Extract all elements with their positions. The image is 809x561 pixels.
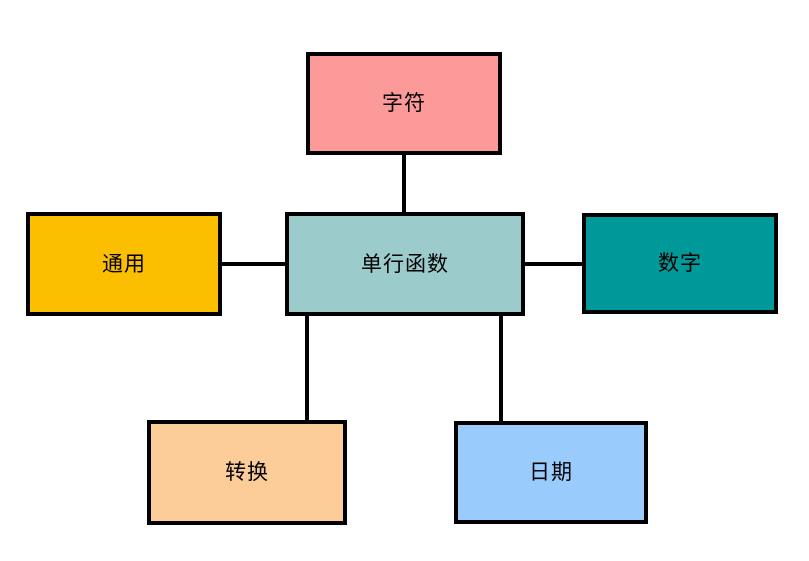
connector-center-to-conversion: [305, 313, 309, 423]
node-date-label: 日期: [529, 460, 573, 484]
node-date[interactable]: 日期: [454, 421, 648, 524]
node-character-label: 字符: [382, 91, 426, 115]
node-center-label: 单行函数: [361, 251, 449, 276]
node-general-label: 通用: [102, 251, 146, 276]
node-conversion[interactable]: 转换: [147, 420, 347, 525]
node-center[interactable]: 单行函数: [285, 212, 525, 316]
node-general[interactable]: 通用: [26, 212, 222, 316]
node-number-label: 数字: [658, 251, 702, 275]
connector-center-to-general: [219, 262, 287, 266]
connector-center-to-date: [499, 313, 503, 423]
node-number[interactable]: 数字: [582, 213, 778, 314]
node-conversion-label: 转换: [225, 460, 269, 484]
connector-center-to-number: [523, 262, 584, 266]
node-character[interactable]: 字符: [306, 52, 502, 155]
connector-center-to-character: [402, 152, 406, 214]
